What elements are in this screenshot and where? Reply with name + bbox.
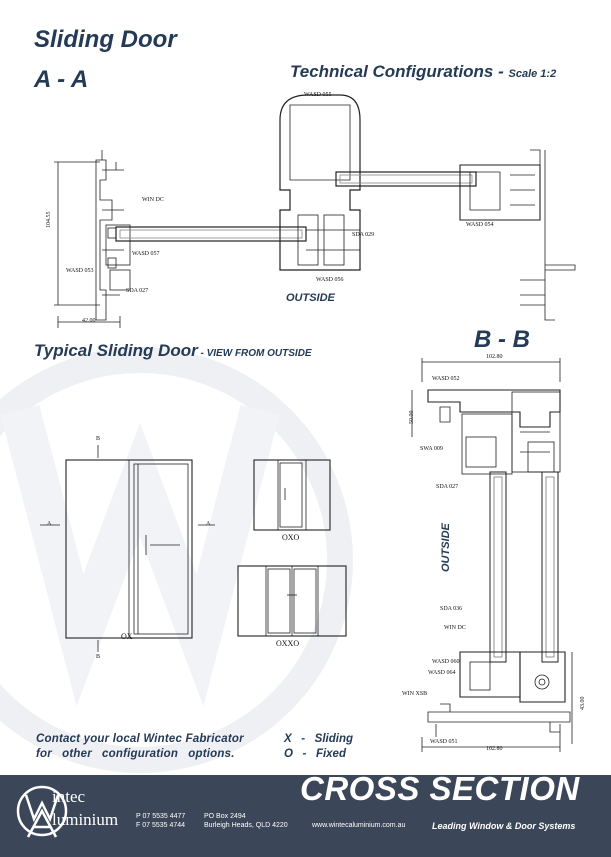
- config-ox-label: OX: [121, 632, 133, 641]
- label-wasd-057: WASD 057: [132, 251, 160, 257]
- label-wasd-064: WASD 064: [428, 670, 456, 676]
- technical-configurations-text: Technical Configurations -: [290, 62, 509, 81]
- dimension-right-bb: 43.00: [580, 696, 586, 711]
- label-wasd-051: WASD 051: [430, 739, 458, 745]
- typical-sliding-door-heading: Typical Sliding Door - VIEW FROM OUTSIDE: [34, 341, 312, 361]
- page-title: Sliding Door: [34, 26, 177, 53]
- footer-bar: [0, 775, 611, 857]
- footer-fax: F 07 5535 4744: [136, 822, 186, 829]
- dimension-left-bb: 50.00: [409, 410, 415, 425]
- footer-website[interactable]: www.wintecaluminium.com.au: [312, 822, 406, 829]
- label-win-dc-aa: WIN DC: [142, 197, 164, 203]
- brand-wintec: intec: [52, 787, 86, 806]
- label-sda-036: SDA 036: [440, 606, 463, 612]
- section-bb-title: B - B: [474, 326, 530, 353]
- marker-b-top: B: [96, 436, 101, 442]
- label-sda-029: SDA 029: [352, 232, 375, 238]
- marker-a-left: A: [47, 521, 52, 527]
- cross-section-title: CROSS SECTION: [300, 770, 580, 807]
- label-sda-027-bb: SDA 027: [436, 484, 459, 490]
- legend-fixed: O - Fixed: [284, 748, 346, 760]
- contact-line-1: Contact your local Wintec Fabricator: [36, 733, 244, 745]
- outside-label-bb: OUTSIDE: [440, 523, 452, 572]
- label-wasd-060: WASD 060: [432, 659, 460, 665]
- label-sda-027-aa: SDA 027: [126, 288, 149, 294]
- view-from-outside-label: - VIEW FROM OUTSIDE: [197, 348, 312, 359]
- label-wasd-054: WASD 054: [466, 222, 494, 228]
- technical-configurations-heading: Technical Configurations - Scale 1:2: [290, 62, 556, 82]
- section-bb-drawing: [411, 358, 573, 752]
- contact-note: Contact your local Wintec Fabricator for…: [36, 732, 244, 762]
- label-swa-009: SWA 009: [420, 446, 443, 452]
- section-aa-drawing: [54, 94, 576, 328]
- config-legend: X - Sliding O - Fixed: [284, 732, 353, 762]
- label-wasd-053: WASD 053: [66, 268, 94, 274]
- contact-line-2: for other configuration options.: [36, 748, 235, 760]
- footer-po-box: PO Box 2494: [204, 813, 246, 820]
- label-win-dc-bb: WIN DC: [444, 625, 466, 631]
- watermark-logo: [0, 347, 353, 773]
- outside-label-aa: OUTSIDE: [286, 292, 335, 304]
- label-wasd-055: WASD 055: [304, 92, 332, 98]
- section-aa-title: A - A: [34, 66, 89, 93]
- label-wasd-056: WASD 056: [316, 277, 344, 283]
- dimension-bottom-bb: 102.80: [486, 746, 503, 752]
- config-oxxo-label: OXXO: [276, 639, 300, 648]
- marker-b-bottom: B: [96, 654, 101, 660]
- dimension-height-aa: 104.55: [46, 211, 52, 229]
- label-wasd-052: WASD 052: [432, 376, 460, 382]
- door-configurations-drawing: [40, 445, 347, 652]
- wintec-logo: [16, 785, 68, 838]
- dimension-top-bb: 102.80: [486, 354, 503, 360]
- brand-aluminium: luminium: [52, 810, 119, 829]
- footer-address: Burleigh Heads, QLD 4220: [204, 822, 288, 829]
- scale-label: Scale 1:2: [508, 68, 557, 80]
- footer-tagline: Leading Window & Door Systems: [432, 821, 576, 831]
- footer-phone: P 07 5535 4477: [136, 813, 186, 820]
- dimension-width-aa: 42.00: [82, 318, 96, 324]
- label-win-xsb: WIN XSB: [402, 691, 428, 697]
- marker-a-right: A: [206, 521, 211, 527]
- typical-sliding-door-text: Typical Sliding Door: [34, 341, 198, 360]
- config-oxo-label: OXO: [282, 533, 300, 542]
- legend-sliding: X - Sliding: [284, 733, 353, 745]
